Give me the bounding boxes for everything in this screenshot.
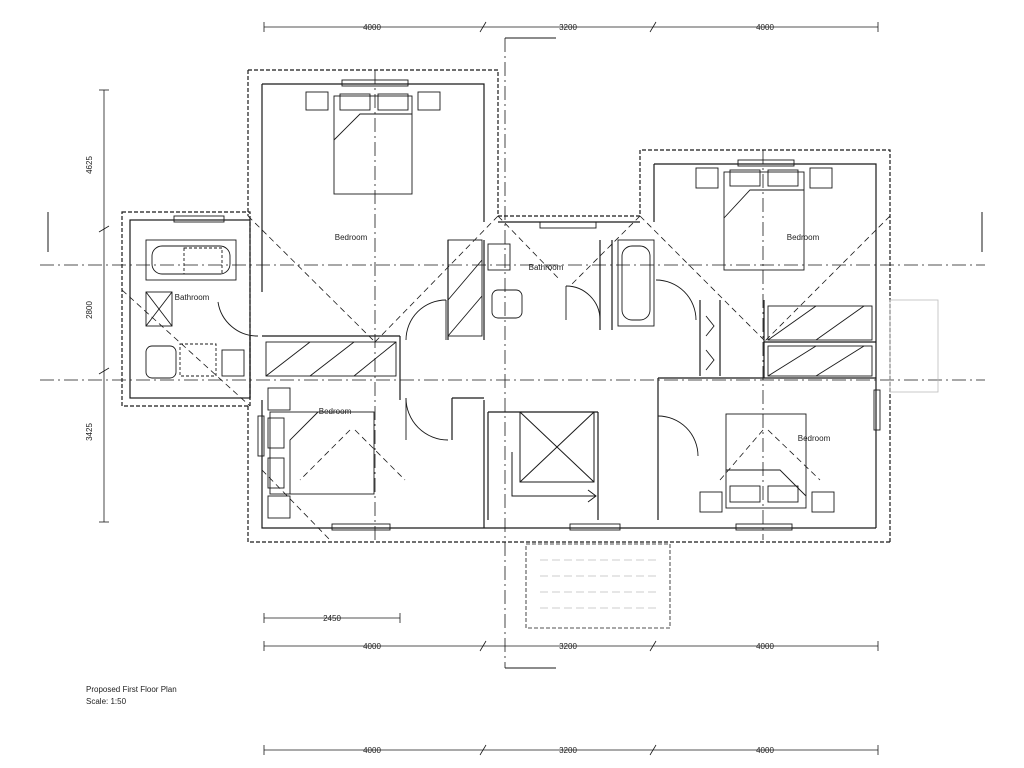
dim-bottom-b-1: 4000 — [363, 746, 381, 755]
dimension-lines — [98, 21, 879, 756]
room-label-bedroom-1: Bedroom — [335, 233, 368, 242]
wardrobes — [265, 239, 873, 377]
dim-bottom-b-3: 4000 — [756, 746, 774, 755]
dim-bottom-a-2: 3200 — [559, 642, 577, 651]
plan-title: Proposed First Floor Plan — [86, 685, 177, 694]
dimension-labels: 4000 3200 4000 4000 3200 4000 4000 3200 … — [85, 23, 774, 755]
dim-left-2: 2800 — [85, 301, 94, 319]
door-swings — [217, 279, 715, 457]
dim-left-1: 4625 — [85, 156, 94, 174]
dim-bottom-a-1: 4000 — [363, 642, 381, 651]
room-label-bedroom-4: Bedroom — [798, 434, 831, 443]
room-labels: Bedroom Bedroom Bedroom Bedroom Bathroom… — [175, 233, 831, 443]
dim-left-3: 3425 — [85, 423, 94, 441]
dim-top-3: 4000 — [756, 23, 774, 32]
room-label-bathroom-1: Bathroom — [175, 293, 210, 302]
beds — [267, 91, 835, 519]
dim-top-1: 4000 — [363, 23, 381, 32]
plan-scale: Scale: 1:50 — [86, 697, 127, 706]
room-label-bedroom-3: Bedroom — [319, 407, 352, 416]
sanitaryware — [145, 239, 655, 379]
external-features — [525, 299, 939, 629]
center-lines — [40, 38, 985, 668]
roof-lines — [121, 215, 891, 541]
dim-bottom-b-2: 3200 — [559, 746, 577, 755]
dim-inner: 2450 — [323, 614, 341, 623]
stair-void — [511, 411, 597, 503]
outer-walls — [121, 69, 891, 543]
room-label-bathroom-2: Bathroom — [529, 263, 564, 272]
room-label-bedroom-2: Bedroom — [787, 233, 820, 242]
windows — [173, 79, 881, 531]
dim-bottom-a-3: 4000 — [756, 642, 774, 651]
dim-top-2: 3200 — [559, 23, 577, 32]
